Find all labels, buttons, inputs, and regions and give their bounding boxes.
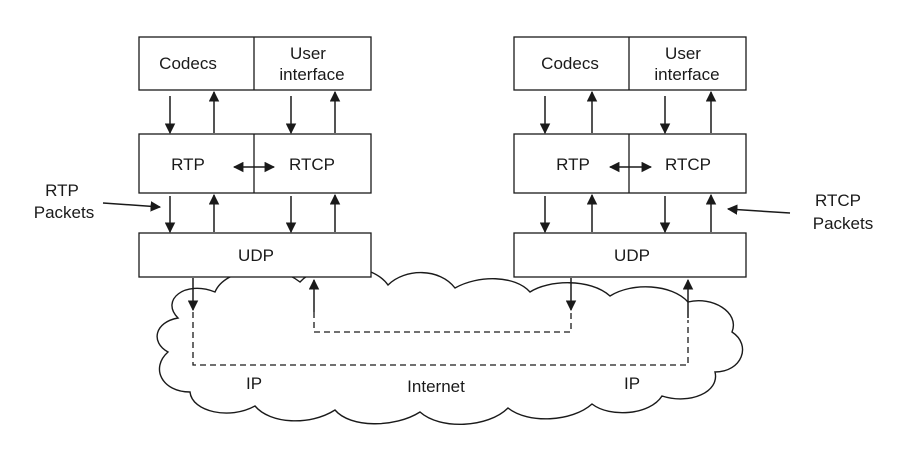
right-app-layer-box (513, 36, 747, 91)
inner-dashed-path (313, 312, 572, 333)
right-rtp-layer-box (513, 133, 747, 194)
right-rtp-label: RTP (556, 155, 590, 174)
left-udp-box (138, 232, 372, 278)
rtp-packets-label-line1: RTP (45, 181, 79, 200)
left-user-interface-label-line1: User (290, 44, 326, 63)
rtcp-packets-label-line2: Packets (813, 214, 873, 233)
right-user-interface-label-line2: interface (654, 65, 719, 84)
right-codecs-label: Codecs (541, 54, 599, 73)
left-user-interface-label-line2: interface (279, 65, 344, 84)
internet-cloud (156, 265, 744, 426)
outer-dashed-path (192, 312, 689, 366)
ip-left-label: IP (246, 374, 262, 393)
left-codecs-label: Codecs (159, 54, 217, 73)
left-app-layer-box (138, 36, 372, 91)
left-rtp-label: RTP (171, 155, 205, 174)
left-udp-label: UDP (238, 246, 274, 265)
right-udp-box (513, 232, 747, 278)
right-user-interface-label-line1: User (665, 44, 701, 63)
rtcp-packets-label-line1: RTCP (815, 191, 861, 210)
right-udp-label: UDP (614, 246, 650, 265)
rtcp-packets-pointer-arrow (726, 204, 791, 215)
left-endpoint-stack: Codecs User interface RTP RTCP UDP (102, 36, 372, 312)
rtp-packets-label-line2: Packets (34, 203, 94, 222)
ip-right-label: IP (624, 374, 640, 393)
right-endpoint-stack: Codecs User interface RTP RTCP UDP (513, 36, 791, 318)
internet-label: Internet (407, 377, 465, 396)
rtp-packets-pointer-arrow (102, 201, 162, 212)
right-rtcp-label: RTCP (665, 155, 711, 174)
left-rtcp-label: RTCP (289, 155, 335, 174)
